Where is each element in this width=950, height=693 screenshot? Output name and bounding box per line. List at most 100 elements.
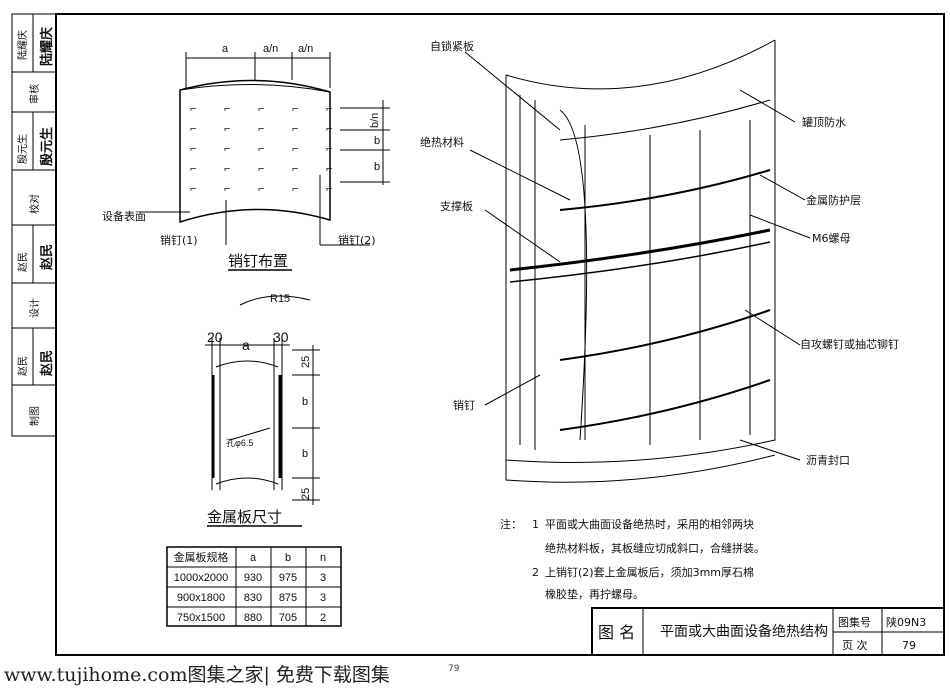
page-number: 79 bbox=[902, 639, 916, 652]
role-proofread: 校对 bbox=[28, 194, 41, 214]
table-cell: 830 bbox=[244, 592, 262, 604]
label-roof-waterproof: 罐顶防水 bbox=[802, 115, 846, 129]
note-2-line-1: 上销钉(2)套上金属板后，须加3mm厚石棉 bbox=[545, 565, 754, 579]
label-asphalt-seal: 沥青封口 bbox=[806, 453, 850, 467]
dim-20: 20 bbox=[207, 329, 223, 345]
role-review: 审核 bbox=[28, 84, 41, 104]
label-support-plate: 支撑板 bbox=[440, 199, 473, 213]
table-cell: 930 bbox=[244, 572, 262, 584]
plate-size-drawing bbox=[205, 295, 320, 527]
dim-a: a bbox=[222, 43, 229, 55]
table-header-cell: n bbox=[320, 552, 326, 564]
drawing-name: 平面或大曲面设备绝热结构 bbox=[660, 623, 828, 640]
proofreader-signature: 赵民 bbox=[39, 244, 55, 271]
pin-mark: ⌐ bbox=[190, 143, 196, 155]
table-header-cell: b bbox=[285, 552, 291, 564]
dim-b-1: b bbox=[302, 396, 308, 408]
table-cell: 750x1500 bbox=[177, 612, 225, 624]
dim-a-n-2: a/n bbox=[298, 43, 313, 55]
pin-mark: ⌐ bbox=[326, 143, 332, 155]
label-self-lock-plate: 自锁紧板 bbox=[430, 39, 474, 53]
dim-25-bottom: 25 bbox=[300, 488, 312, 500]
pin-grid: ⌐⌐⌐⌐⌐⌐⌐⌐⌐⌐⌐⌐⌐⌐⌐⌐⌐⌐⌐⌐⌐⌐⌐⌐⌐ bbox=[190, 103, 332, 195]
atlas-number-label: 图集号 bbox=[838, 615, 871, 629]
note-2-number: 2 bbox=[532, 566, 539, 579]
pin-mark: ⌐ bbox=[190, 183, 196, 195]
note-2-line-2: 橡胶垫，再拧螺母。 bbox=[545, 587, 644, 601]
title-block: 图 名 平面或大曲面设备绝热结构 图集号 陕09N3 页 次 79 bbox=[598, 615, 926, 652]
pin-mark: ⌐ bbox=[258, 163, 264, 175]
approval-text: 陆耀庆 陆耀庆 审核 殷元生 殷元生 校对 赵民 赵民 设计 赵民 赵民 制图 bbox=[16, 27, 55, 426]
role-drafting: 制图 bbox=[28, 406, 41, 426]
dim-30: 30 bbox=[273, 329, 289, 345]
proofreader-name: 赵民 bbox=[16, 252, 29, 272]
spec-table-grid bbox=[166, 546, 342, 627]
structure-labels: 自锁紧板 绝热材料 支撑板 销钉 罐顶防水 金属防护层 M6螺母 自攻螺钉或抽芯… bbox=[420, 39, 899, 467]
note-1-number: 1 bbox=[532, 518, 539, 531]
watermark-page: 79 bbox=[448, 664, 460, 674]
table-header-cell: 金属板规格 bbox=[174, 550, 229, 564]
table-cell: 3 bbox=[320, 572, 326, 584]
drawing-name-label: 图 名 bbox=[598, 623, 635, 642]
dim-b-2: b bbox=[374, 161, 380, 173]
dim-b-1: b bbox=[374, 135, 380, 147]
pin-mark: ⌐ bbox=[326, 123, 332, 135]
reviewer-name: 殷元生 bbox=[16, 134, 29, 164]
pin-mark: ⌐ bbox=[292, 183, 298, 195]
pin-layout-title: 销钉布置 bbox=[228, 252, 288, 270]
table-cell: 3 bbox=[320, 592, 326, 604]
role-design: 设计 bbox=[28, 298, 41, 318]
table-cell: 975 bbox=[279, 572, 297, 584]
label-insulation: 绝热材料 bbox=[420, 135, 464, 149]
notes-prefix: 注： bbox=[500, 517, 522, 531]
note-1-line-1: 平面或大曲面设备绝热时，采用的相邻两块 bbox=[545, 517, 754, 531]
approver-name: 陆耀庆 bbox=[16, 30, 29, 60]
radius-label: R15 bbox=[270, 293, 290, 305]
approver-signature: 陆耀庆 bbox=[39, 27, 55, 66]
surface-label: 设备表面 bbox=[102, 209, 146, 223]
dim-25-top: 25 bbox=[300, 356, 312, 368]
label-screw: 自攻螺钉或抽芯铆钉 bbox=[800, 337, 899, 351]
approval-block bbox=[11, 13, 57, 437]
pin-layout-drawing bbox=[140, 52, 390, 271]
pin-mark: ⌐ bbox=[326, 163, 332, 175]
pin2-label: 销钉(2) bbox=[338, 233, 376, 247]
pin-mark: ⌐ bbox=[258, 143, 264, 155]
label-m6-nut: M6螺母 bbox=[812, 232, 851, 245]
pin-mark: ⌐ bbox=[224, 163, 230, 175]
pin-mark: ⌐ bbox=[190, 123, 196, 135]
pin-mark: ⌐ bbox=[258, 123, 264, 135]
hole-label: 孔φ6.5 bbox=[226, 438, 253, 448]
table-cell: 705 bbox=[279, 612, 297, 624]
designer-name: 赵民 bbox=[16, 356, 29, 376]
pin-mark: ⌐ bbox=[224, 183, 230, 195]
dim-a-n-1: a/n bbox=[263, 43, 278, 55]
pin-mark: ⌐ bbox=[258, 183, 264, 195]
dim-a: a bbox=[242, 337, 250, 353]
title-block-grid bbox=[591, 607, 945, 656]
plate-size-title: 金属板尺寸 bbox=[207, 508, 282, 526]
pin-mark: ⌐ bbox=[292, 103, 298, 115]
pin-mark: ⌐ bbox=[292, 123, 298, 135]
pin-layout-labels: a a/n a/n b/n b b 设备表面 销钉(1) 销钉(2) 销钉布置 bbox=[102, 43, 381, 270]
pin-mark: ⌐ bbox=[224, 123, 230, 135]
watermark-text: www.tujihome.com图集之家| 免费下载图集 bbox=[4, 664, 390, 686]
pin-mark: ⌐ bbox=[190, 103, 196, 115]
label-metal-protection: 金属防护层 bbox=[806, 193, 861, 207]
page-number-label: 页 次 bbox=[842, 638, 868, 652]
pin-mark: ⌐ bbox=[292, 163, 298, 175]
dim-b-2: b bbox=[302, 448, 308, 460]
pin-mark: ⌐ bbox=[258, 103, 264, 115]
dim-b-n: b/n bbox=[369, 113, 381, 128]
table-cell: 2 bbox=[320, 612, 326, 624]
pin-mark: ⌐ bbox=[326, 103, 332, 115]
pin-mark: ⌐ bbox=[224, 103, 230, 115]
insulation-structure-drawing bbox=[464, 39, 811, 483]
notes: 注： 1 平面或大曲面设备绝热时，采用的相邻两块 绝热材料板，其板缝应切成斜口，… bbox=[500, 517, 765, 601]
atlas-number: 陕09N3 bbox=[886, 615, 926, 629]
pin-mark: ⌐ bbox=[292, 143, 298, 155]
label-pin: 销钉 bbox=[453, 398, 475, 412]
plate-size-labels: R15 20 a 30 25 b b 25 孔φ6.5 金属板尺寸 bbox=[207, 293, 312, 526]
